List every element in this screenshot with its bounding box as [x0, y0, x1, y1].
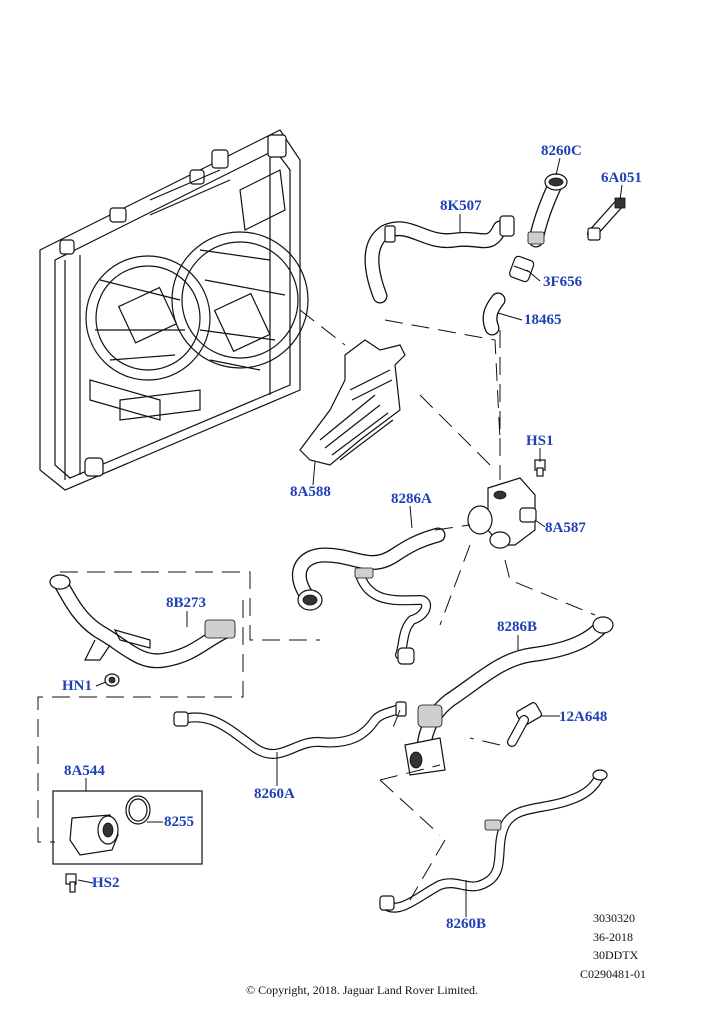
callout-8a587[interactable]: 8A587: [545, 520, 586, 536]
callout-hs1[interactable]: HS1: [526, 433, 554, 449]
callout-3f656[interactable]: 3F656: [543, 274, 583, 290]
diagram-reference-block: 3030320 36-2018 30DDTX C0290481-01: [580, 909, 646, 983]
callout-8260c[interactable]: 8260C: [541, 143, 582, 159]
callout-8260b[interactable]: 8260B: [446, 916, 487, 932]
nut-hn1: [104, 673, 120, 687]
connector-3f656: [509, 255, 535, 283]
bolt-hs1: [534, 459, 546, 477]
hose-18465: [482, 292, 506, 336]
hose-8286a: [291, 527, 446, 665]
dashed-assembly-lines: [37, 309, 596, 901]
thermostat-housing-8a587: [467, 477, 537, 549]
callout-8a544[interactable]: 8A544: [64, 763, 105, 779]
reference-line-1: 3030320: [593, 911, 635, 925]
bracket-8a588: [299, 339, 406, 466]
callout-8286a[interactable]: 8286A: [391, 491, 432, 507]
hose-8260b: [379, 769, 608, 913]
callout-8k507[interactable]: 8K507: [440, 198, 482, 214]
hose-8k507: [364, 215, 515, 304]
callout-8b273[interactable]: 8B273: [166, 595, 207, 611]
bolt-hs2: [65, 873, 77, 893]
reference-line-2: 36-2018: [593, 929, 633, 944]
callout-hn1[interactable]: HN1: [62, 678, 92, 694]
leader-lines: [77, 157, 623, 917]
reference-line-4: C0290481-01: [580, 966, 646, 981]
callout-6a051[interactable]: 6A051: [601, 170, 642, 186]
callout-18465[interactable]: 18465: [524, 312, 562, 328]
callout-12a648[interactable]: 12A648: [559, 709, 608, 725]
pump-8a544-box: [52, 790, 203, 865]
copyright-notice: © Copyright, 2018. Jaguar Land Rover Lim…: [245, 983, 479, 997]
callout-hs2[interactable]: HS2: [92, 875, 120, 891]
sensor-6a051: [587, 197, 626, 241]
sensor-12a648: [507, 702, 543, 747]
callout-8286b[interactable]: 8286B: [497, 619, 538, 635]
callout-8260a[interactable]: 8260A: [254, 786, 295, 802]
callout-8255[interactable]: 8255: [164, 814, 194, 830]
hose-8260a: [173, 701, 407, 759]
radiator-fan-assembly: [39, 129, 309, 491]
callout-8a588[interactable]: 8A588: [290, 484, 331, 500]
hose-8b273: [49, 574, 236, 669]
hose-8286b: [404, 616, 614, 776]
hose-8260c: [527, 173, 568, 248]
reference-line-3: 30DDTX: [593, 948, 639, 963]
